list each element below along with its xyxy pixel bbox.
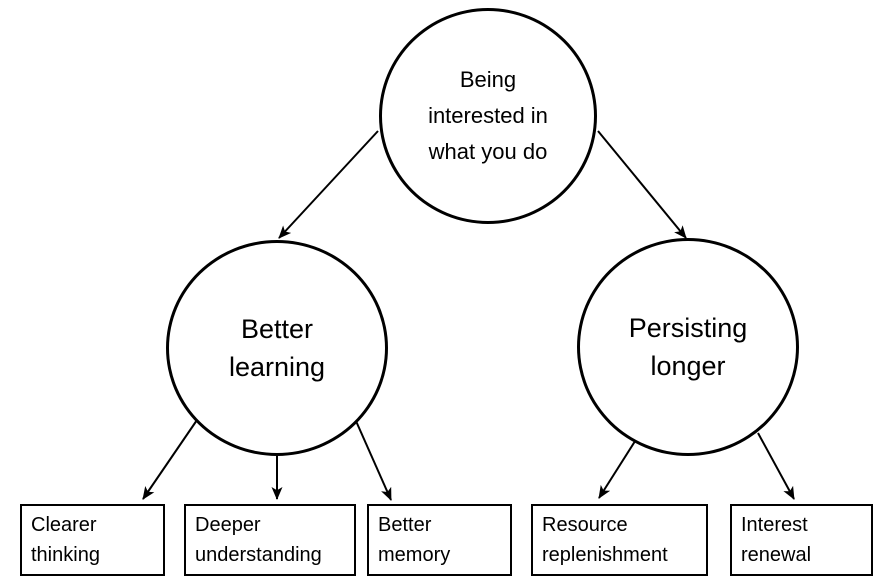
label-line: thinking	[31, 544, 100, 566]
label-line: Deeper	[195, 514, 261, 536]
label-line: Persisting	[628, 313, 748, 343]
box-better-memory: Better memory	[367, 504, 512, 576]
label-line: interested in	[428, 103, 548, 128]
label-line: memory	[378, 544, 451, 566]
label-line: renewal	[741, 544, 812, 566]
label-line: what you do	[428, 139, 548, 164]
connector-persisting-to-interest	[757, 432, 795, 500]
label-line: Better	[378, 514, 432, 536]
label-line: Interest	[741, 514, 808, 536]
box-deeper-understanding: Deeper understanding	[184, 504, 356, 576]
connector-root-to-learning	[278, 130, 379, 239]
node-persisting-longer: Persisting longer	[577, 238, 799, 456]
label-line: learning	[228, 352, 326, 382]
box-interest-renewal: Interest renewal	[730, 504, 873, 576]
label-line: Resource	[542, 514, 628, 536]
label-line: replenishment	[542, 544, 668, 566]
node-better-learning: Better learning	[166, 240, 388, 456]
connector-learning-to-clearer	[142, 419, 198, 500]
box-resource-replenishment: Resource replenishment	[531, 504, 708, 576]
node-better-learning-label: Better learning	[229, 310, 325, 386]
label-line: Being	[459, 67, 517, 92]
node-being-interested: Being interested in what you do	[379, 8, 597, 224]
label-line: Better	[240, 314, 314, 344]
connector-learning-to-memory	[355, 420, 392, 501]
label-line: longer	[650, 351, 726, 381]
connector-root-to-persisting	[597, 130, 687, 239]
node-being-interested-label: Being interested in what you do	[428, 62, 548, 170]
connector-persisting-to-resource	[598, 437, 638, 499]
label-line: Clearer	[31, 514, 97, 536]
label-line: understanding	[195, 544, 322, 566]
box-clearer-thinking: Clearer thinking	[20, 504, 165, 576]
node-persisting-longer-label: Persisting longer	[629, 309, 748, 385]
